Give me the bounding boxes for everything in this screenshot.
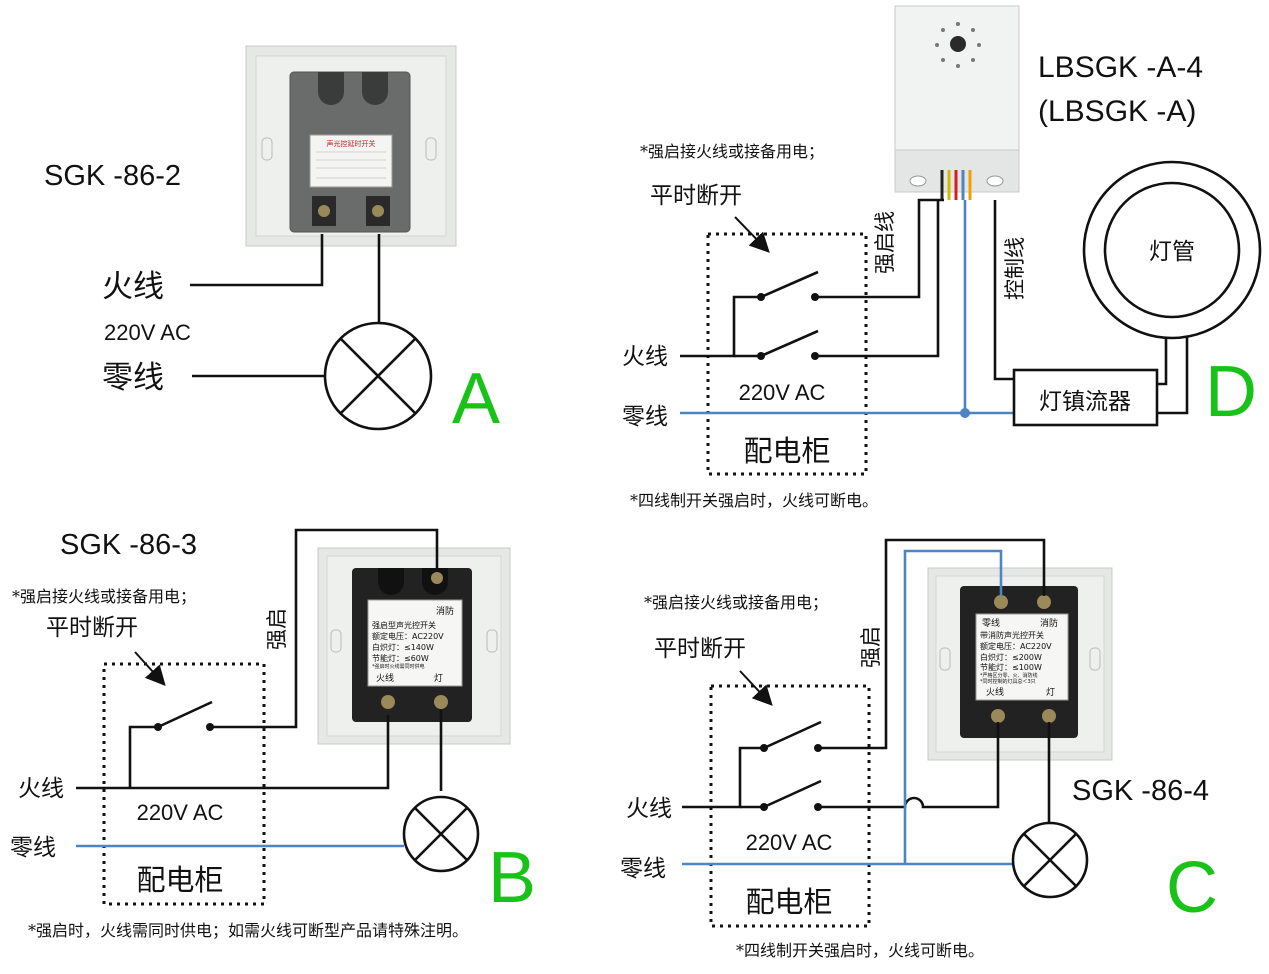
note-top-b: *强启接火线或接备用电； xyxy=(12,587,196,606)
device-a-title: 声光控延时开关 xyxy=(327,139,376,148)
device-c-small-1: *严格区分零、火、消防线 xyxy=(980,672,1038,679)
device-c-small-2: *同时控制的灯具总＜3只 xyxy=(980,678,1036,685)
normally-open-label-d: 平时断开 xyxy=(650,183,742,209)
fire-label-c: 消防 xyxy=(1040,617,1058,629)
force-label-b: 强启 xyxy=(265,608,289,650)
sensor-device-d xyxy=(894,5,1020,200)
voltage-label-c: 220V AC xyxy=(746,830,833,855)
voltage-label-d: 220V AC xyxy=(739,380,826,405)
switch-lever xyxy=(763,779,822,809)
note-bottom-b: *强启时，火线需同时供电；如需火线可断型产品请特殊注明。 xyxy=(28,921,468,940)
normally-open-label-b: 平时断开 xyxy=(46,615,138,641)
model-label-b: SGK -86-3 xyxy=(60,529,197,561)
model-label-a: SGK -86-2 xyxy=(44,160,181,192)
lamp-icon xyxy=(323,321,433,431)
cabinet-label-b: 配电柜 xyxy=(136,863,223,897)
panel-b: 消防 强启型声光控开关 额定电压：AC220V 白炽灯：≤140W 节能灯：≤6… xyxy=(10,528,536,940)
live-wire-d xyxy=(680,295,758,358)
panel-letter-d: D xyxy=(1205,352,1257,432)
neutral-up-wire-c xyxy=(903,549,1003,864)
live-wire-c xyxy=(682,746,762,809)
arrow-icon xyxy=(134,651,166,686)
ballast-box xyxy=(1012,368,1159,427)
live-label-b: 火线 xyxy=(18,776,64,802)
device-b-small: *强启时火线需同时供电 xyxy=(372,663,425,670)
device-b-terminal-live: 火线 xyxy=(376,672,394,684)
control-wire-d xyxy=(993,200,1014,381)
switch-lever xyxy=(157,700,213,729)
fire-label-b: 消防 xyxy=(436,605,454,617)
note-bottom-c: *四线制开关强启时，火线可断电。 xyxy=(736,941,984,960)
live-wire-a xyxy=(190,234,324,287)
force-wire-b xyxy=(210,528,439,729)
device-c-saving: 节能灯：≤100W xyxy=(980,662,1042,672)
force-wire-label-d: 强启线 xyxy=(873,211,897,274)
note-bottom-d: *四线制开关强启时，火线可断电。 xyxy=(630,491,878,510)
force-wire-c xyxy=(818,538,1046,750)
lamp-icon xyxy=(402,795,480,873)
force-wire-d xyxy=(815,198,944,299)
switch-device-c: 零线 消防 带消防声光控开关 额定电压：AC220V 白炽灯：≤200W 节能灯… xyxy=(927,567,1113,761)
switch-lever xyxy=(763,720,822,750)
model-label-d: LBSGK -A-4 xyxy=(1038,51,1203,84)
device-c-title: 带消防声光控开关 xyxy=(980,630,1044,640)
live-wire-b xyxy=(76,715,390,790)
note-top-d: *强启接火线或接备用电； xyxy=(640,142,824,161)
live-label-c: 火线 xyxy=(626,796,672,822)
panel-c: 零线 消防 带消防声光控开关 额定电压：AC220V 白炽灯：≤200W 节能灯… xyxy=(620,538,1218,960)
lamp-icon xyxy=(1011,821,1089,899)
ballast-label: 灯镇流器 xyxy=(1039,389,1131,415)
live-out-wire-d xyxy=(815,200,940,358)
device-c-incand: 白炽灯：≤200W xyxy=(980,652,1042,662)
force-label-c: 强启 xyxy=(859,626,883,668)
switch-lever xyxy=(760,329,819,358)
device-b-saving: 节能灯：≤60W xyxy=(372,653,429,663)
model-sub-label-d: (LBSGK -A) xyxy=(1038,95,1196,128)
live-label-d: 火线 xyxy=(622,344,668,370)
model-label-c: SGK -86-4 xyxy=(1072,775,1209,807)
control-wire-label-d: 控制线 xyxy=(1003,237,1027,300)
panel-letter-a: A xyxy=(452,359,500,439)
arrow-icon xyxy=(739,670,773,706)
device-b-rated: 额定电压：AC220V xyxy=(372,631,444,641)
live-label-a: 火线 xyxy=(102,269,164,305)
switch-lever xyxy=(760,270,819,299)
neutral-label-c: 零线 xyxy=(620,856,666,882)
neutral-label-a: 零线 xyxy=(102,360,164,396)
switch-device-b: 消防 强启型声光控开关 额定电压：AC220V 白炽灯：≤140W 节能灯：≤6… xyxy=(317,547,511,745)
cabinet-label-d: 配电柜 xyxy=(743,434,830,468)
lamp-tube-icon xyxy=(1082,160,1262,340)
voltage-label-b: 220V AC xyxy=(137,800,224,825)
device-b-terminal-lamp: 灯 xyxy=(434,673,443,684)
voltage-label-a: 220V AC xyxy=(104,320,191,345)
device-c-terminal-live: 火线 xyxy=(986,686,1004,698)
terminal-screw xyxy=(372,205,384,217)
note-top-c: *强启接火线或接备用电； xyxy=(644,593,828,612)
panel-letter-b: B xyxy=(488,838,536,918)
neutral-label-d: 零线 xyxy=(622,404,668,430)
switch-device-a: 声光控延时开关 xyxy=(245,45,457,247)
device-c-rated: 额定电压：AC220V xyxy=(980,641,1052,651)
cabinet-label-c: 配电柜 xyxy=(745,885,832,919)
device-c-terminal-lamp: 灯 xyxy=(1046,687,1055,698)
normally-open-label-c: 平时断开 xyxy=(654,636,746,662)
panel-a: 声光控延时开关 SGK -86-2 火线 220V AC 零线 A xyxy=(44,45,500,439)
neutral-label-b: 零线 xyxy=(10,835,56,861)
device-b-incand: 白炽灯：≤140W xyxy=(372,642,434,652)
panel-d: LBSGK -A-4 (LBSGK -A) *强启接火线或接备用电； 平时断开 … xyxy=(622,5,1262,510)
zero-label-c: 零线 xyxy=(982,617,1000,629)
lamp-tube-label: 灯管 xyxy=(1149,239,1195,265)
terminal-screw xyxy=(318,205,330,217)
device-b-title: 强启型声光控开关 xyxy=(372,620,436,630)
sensor-hole-icon xyxy=(950,36,966,52)
cabinet-box-b xyxy=(102,662,266,906)
panel-letter-c: C xyxy=(1166,848,1218,928)
